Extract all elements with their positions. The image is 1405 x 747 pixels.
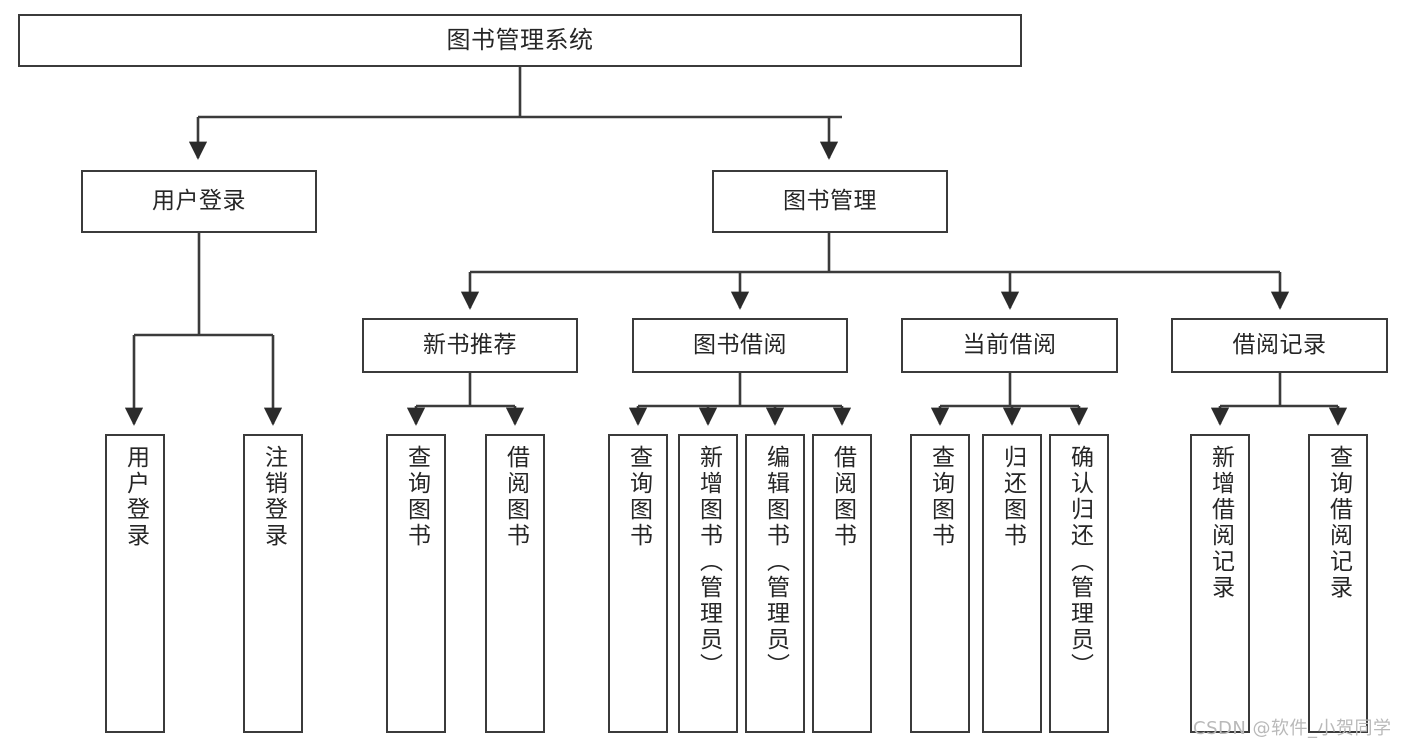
node-label: 查询图书 <box>403 445 430 549</box>
node-label: 归还图书 <box>999 445 1026 549</box>
node-label: 当前借阅 <box>962 331 1057 358</box>
node-label: 图书管理 <box>783 187 877 214</box>
node-leaf-borrow-book-1[interactable]: 借阅图书 <box>485 434 545 733</box>
node-label: 查询图书 <box>625 445 652 549</box>
node-label: 确认归还（管理员） <box>1066 445 1093 679</box>
node-label: 新增借阅记录 <box>1207 445 1234 601</box>
node-leaf-query-book-1[interactable]: 查询图书 <box>386 434 446 733</box>
node-leaf-add-borrow-record[interactable]: 新增借阅记录 <box>1190 434 1250 733</box>
node-label: 借阅图书 <box>502 445 529 549</box>
node-label: 借阅记录 <box>1232 331 1327 358</box>
node-current-borrow[interactable]: 当前借阅 <box>901 318 1118 373</box>
node-leaf-confirm-return[interactable]: 确认归还（管理员） <box>1049 434 1109 733</box>
node-label: 用户登录 <box>152 187 246 214</box>
node-user-login[interactable]: 用户登录 <box>81 170 317 233</box>
node-label: 用户登录 <box>122 445 149 549</box>
node-leaf-edit-book[interactable]: 编辑图书（管理员） <box>745 434 805 733</box>
node-root-system[interactable]: 图书管理系统 <box>18 14 1022 67</box>
node-leaf-query-book-2[interactable]: 查询图书 <box>608 434 668 733</box>
node-leaf-user-logout[interactable]: 注销登录 <box>243 434 303 733</box>
node-label: 新增图书（管理员） <box>695 445 722 679</box>
node-label: 查询借阅记录 <box>1325 445 1352 601</box>
node-leaf-return-book[interactable]: 归还图书 <box>982 434 1042 733</box>
node-label: 图书管理系统 <box>446 26 594 55</box>
node-leaf-user-login[interactable]: 用户登录 <box>105 434 165 733</box>
node-label: 新书推荐 <box>423 331 517 358</box>
node-leaf-query-book-3[interactable]: 查询图书 <box>910 434 970 733</box>
node-new-book-recommend[interactable]: 新书推荐 <box>362 318 578 373</box>
node-label: 查询图书 <box>927 445 954 549</box>
node-leaf-add-book[interactable]: 新增图书（管理员） <box>678 434 738 733</box>
node-book-manage[interactable]: 图书管理 <box>712 170 948 233</box>
node-book-borrow[interactable]: 图书借阅 <box>632 318 848 373</box>
node-label: 注销登录 <box>260 445 287 549</box>
node-leaf-borrow-book-2[interactable]: 借阅图书 <box>812 434 872 733</box>
node-label: 图书借阅 <box>693 331 787 358</box>
csdn-watermark: CSDN @软件_小贺同学 <box>1193 718 1392 739</box>
node-label: 借阅图书 <box>829 445 856 549</box>
node-leaf-query-borrow-record[interactable]: 查询借阅记录 <box>1308 434 1368 733</box>
node-label: 编辑图书（管理员） <box>762 445 789 679</box>
node-borrow-record[interactable]: 借阅记录 <box>1171 318 1388 373</box>
